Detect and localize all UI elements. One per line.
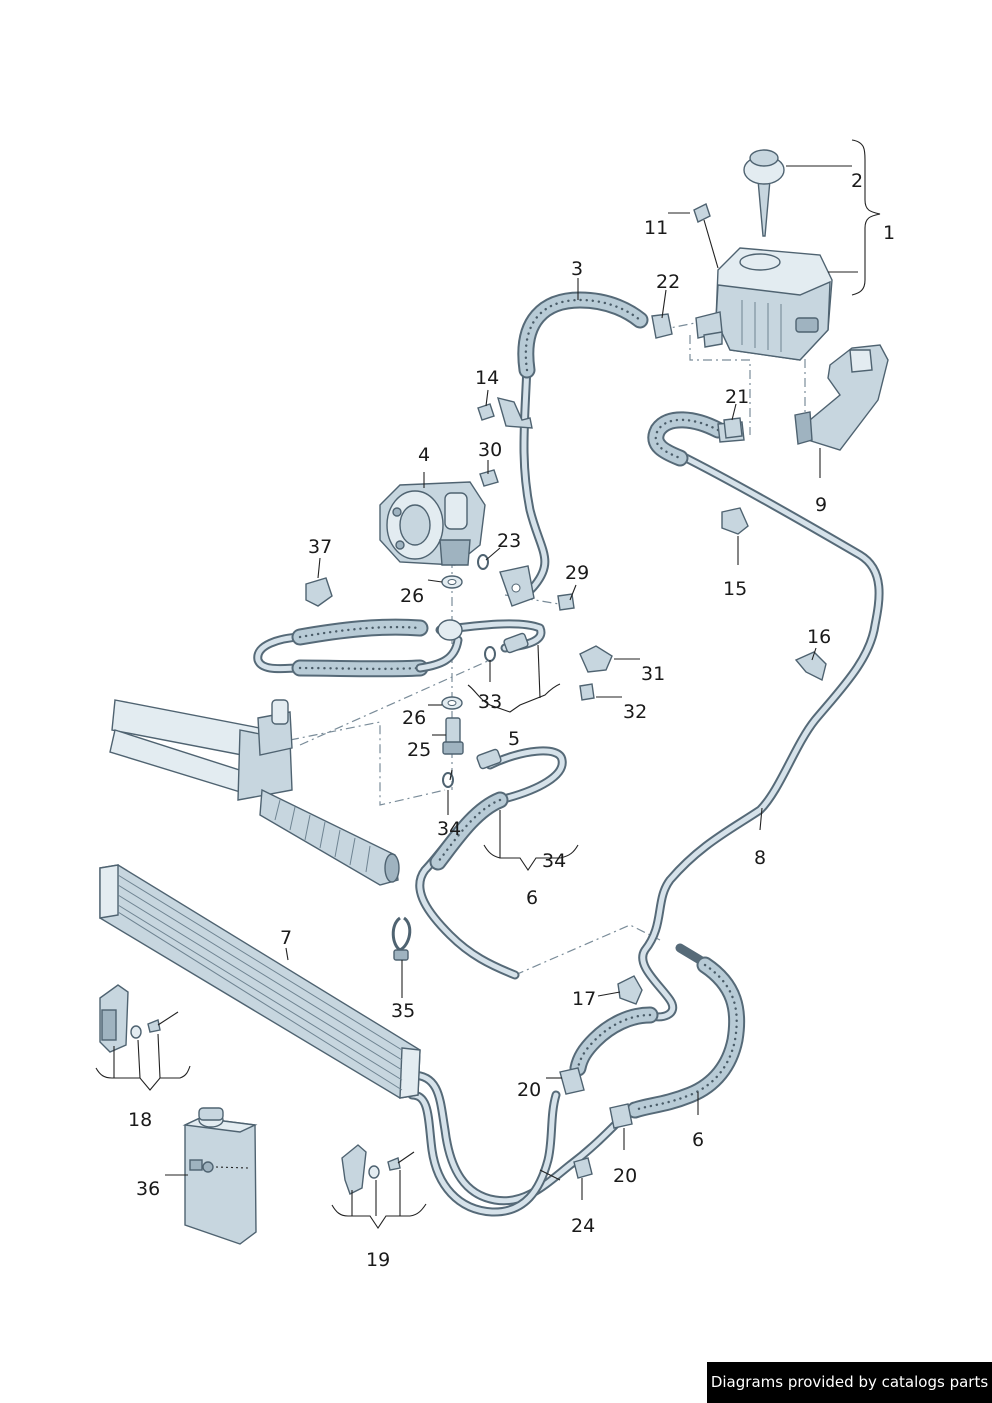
callout-26-a: 26 <box>400 585 424 607</box>
small-parts <box>305 313 827 1179</box>
callout-2: 2 <box>851 170 863 192</box>
leader-lines <box>95 139 881 1229</box>
callout-21: 21 <box>725 386 749 408</box>
suction-hose-3 <box>496 291 649 607</box>
callout-9: 9 <box>815 494 827 516</box>
reservoir-1 <box>693 149 833 361</box>
callout-17: 17 <box>572 988 596 1010</box>
callout-labels: 1 2 3 4 5 6 6 7 8 9 11 14 15 16 17 18 19… <box>128 170 895 1271</box>
callout-16: 16 <box>807 626 831 648</box>
callout-23: 23 <box>497 530 521 552</box>
callout-25: 25 <box>407 739 431 761</box>
bracket-kit-19 <box>341 1144 415 1195</box>
cooler-return-pipes <box>407 1070 625 1217</box>
diagram-credit-banner: Diagrams provided by catalogs parts <box>707 1362 992 1403</box>
callout-6-b: 6 <box>692 1129 704 1151</box>
callout-24: 24 <box>571 1215 595 1237</box>
oil-cooler-7 <box>99 864 421 1099</box>
callout-36: 36 <box>136 1178 160 1200</box>
callout-34-a: 34 <box>437 818 461 840</box>
callout-14: 14 <box>475 367 499 389</box>
callout-19: 19 <box>366 1249 390 1271</box>
callout-20-b: 20 <box>613 1165 637 1187</box>
callout-7: 7 <box>280 927 292 949</box>
callout-11: 11 <box>644 217 668 239</box>
oil-can-36 <box>182 1107 258 1245</box>
callout-20-a: 20 <box>517 1079 541 1101</box>
callout-8: 8 <box>754 847 766 869</box>
callout-33: 33 <box>478 691 502 713</box>
callout-5: 5 <box>508 728 520 750</box>
lower-hoses <box>559 943 746 1129</box>
callout-29: 29 <box>565 562 589 584</box>
callout-22: 22 <box>656 271 680 293</box>
callout-6-a: 6 <box>526 887 538 909</box>
steering-rack <box>109 699 400 886</box>
callout-3: 3 <box>571 258 583 280</box>
bracket-kit-18 <box>99 984 179 1053</box>
callout-15: 15 <box>723 578 747 600</box>
pressure-hose-33 <box>253 618 546 678</box>
callout-34-b: 34 <box>542 850 566 872</box>
return-pipe-8 <box>638 450 884 1022</box>
callout-31: 31 <box>641 663 665 685</box>
callout-32: 32 <box>623 701 647 723</box>
pressure-pipe-5 <box>415 746 567 980</box>
callout-1: 1 <box>883 222 895 244</box>
callout-18: 18 <box>128 1109 152 1131</box>
callout-26-b: 26 <box>402 707 426 729</box>
pump-4 <box>379 481 486 566</box>
bracket-9 <box>794 344 889 451</box>
callout-35: 35 <box>391 1000 415 1022</box>
callout-4: 4 <box>418 444 430 466</box>
callout-37: 37 <box>308 536 332 558</box>
callout-30: 30 <box>478 439 502 461</box>
